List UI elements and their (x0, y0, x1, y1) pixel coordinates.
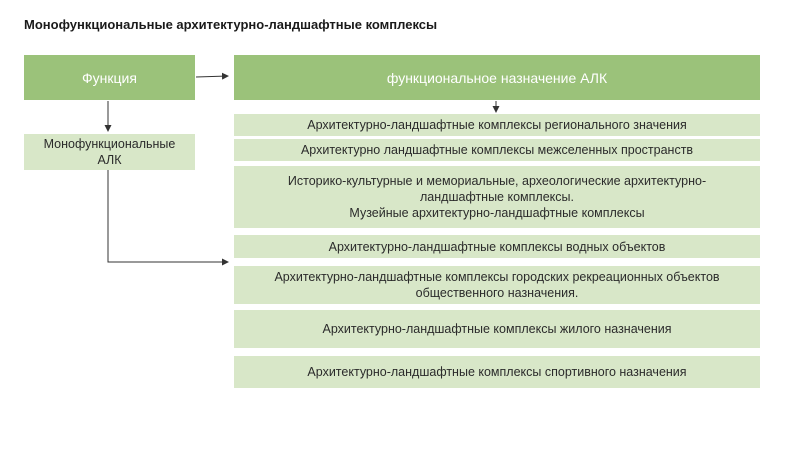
item-intersettlement: Архитектурно ландшафтные комплексы межсе… (234, 139, 760, 161)
arrow-mono-to-water (107, 170, 229, 266)
item-historical-cultural: Историко-культурные и мемориальные, архе… (234, 166, 760, 228)
item-sports: Архитектурно-ландшафтные комплексы спорт… (234, 356, 760, 388)
arrow-function-to-purpose (195, 72, 229, 80)
item-residential: Архитектурно-ландшафтные комплексы жилог… (234, 310, 760, 348)
item-water-objects: Архитектурно-ландшафтные комплексы водны… (234, 235, 760, 258)
purpose-box: функциональное назначение АЛК (234, 55, 760, 100)
function-box: Функция (24, 55, 195, 100)
item-urban-recreation: Архитектурно-ландшафтные комплексы город… (234, 266, 760, 304)
item-regional: Архитектурно-ландшафтные комплексы регио… (234, 114, 760, 136)
mono-alk-box: Монофункциональные АЛК (24, 134, 195, 170)
diagram-title: Монофункциональные архитектурно-ландшафт… (24, 17, 438, 32)
